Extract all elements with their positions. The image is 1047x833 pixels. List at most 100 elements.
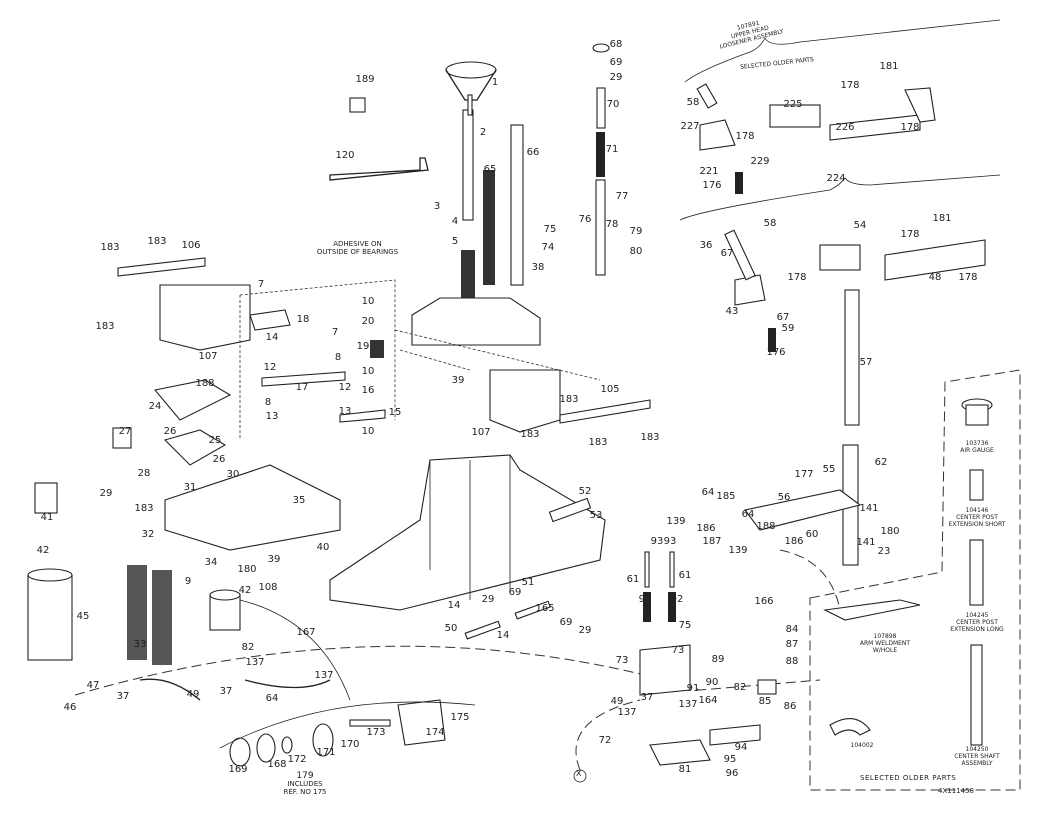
part-number-label: 108 [258, 582, 277, 593]
part-number-label: 176 [702, 180, 721, 191]
part-number-label: 137 [617, 707, 636, 718]
kit-179-includes: INCLUDES [287, 780, 323, 788]
part-number-label: 23 [878, 546, 891, 557]
part-number-label: 10 [362, 426, 375, 437]
part-number-label: 80 [630, 246, 643, 257]
part-number-label: 29 [100, 488, 113, 499]
part-number-label: 70 [607, 99, 620, 110]
part-number-label: 178 [840, 80, 859, 91]
valve-assembly [639, 551, 777, 766]
part-number-label: 178 [735, 131, 754, 142]
part-number-label: 168 [267, 759, 286, 770]
part-number-label: 225 [783, 99, 802, 110]
part-number-label: 34 [205, 557, 218, 568]
older-parts-drawings [823, 398, 993, 746]
part-number-label: 42 [239, 585, 252, 596]
part-number-label: 67 [721, 248, 734, 259]
part-number-label: 39 [268, 554, 281, 565]
part-number-label: 30 [227, 469, 240, 480]
older-part-number: 104250 [965, 746, 989, 753]
part-number-label: 165 [535, 603, 554, 614]
part-number-label: 96 [726, 768, 739, 779]
block-41 [34, 482, 58, 514]
older-part-desc2: EXTENSION SHORT [948, 521, 1006, 528]
base-housing [411, 297, 541, 346]
part-number-label: 4 [452, 216, 458, 227]
part-number-label: 178 [958, 272, 977, 283]
part-number-label: 28 [138, 468, 151, 479]
part-number-label: 187 [702, 536, 721, 547]
part-number-label: 16 [362, 385, 375, 396]
part-number-label: 31 [184, 482, 197, 493]
connector-x-label: X [576, 769, 582, 778]
hose-64 [244, 679, 331, 689]
part-number-label: 13 [266, 411, 279, 422]
part-number-label: 5 [452, 236, 458, 247]
bracket-106 [117, 257, 206, 277]
part-number-label: 73 [616, 655, 629, 666]
drawing-number: 4X111458 [938, 787, 974, 795]
part-number-label: 49 [187, 689, 200, 700]
part-number-label: 7 [258, 279, 264, 290]
part-number-label: 84 [786, 624, 799, 635]
part-number-label: 164 [698, 695, 717, 706]
rod-165 [514, 600, 551, 620]
older-part-desc: ARM WELDMENT [859, 640, 911, 647]
part-number-label: 25 [209, 435, 222, 446]
part-number-label: 54 [854, 220, 867, 231]
part-number-label: 64 [266, 693, 279, 704]
part-number-label: 183 [95, 321, 114, 332]
part-number-label: 67 [777, 312, 790, 323]
part-number-label: 9 [185, 576, 191, 587]
adhesive-note: ADHESIVE ON OUTSIDE OF BEARINGS [300, 240, 415, 256]
part-number-label: 186 [696, 523, 715, 534]
part-number-label: 89 [712, 654, 725, 665]
plate-27 [112, 427, 132, 449]
part-number-label: 69 [509, 587, 522, 598]
part-number-label: 175 [450, 712, 469, 723]
part-number-label: 29 [482, 594, 495, 605]
part-number-label: 47 [87, 680, 100, 691]
part-number-label: 139 [728, 545, 747, 556]
part-number-label: 166 [754, 596, 773, 607]
part-number-label: 92 [671, 594, 684, 605]
part-number-label: 170 [340, 739, 359, 750]
kit-179-note: 179 INCLUDES REF. NO 175 [275, 771, 335, 797]
older-part-number: 107898 [873, 633, 897, 640]
part-number-label: 120 [335, 150, 354, 161]
part-number-label: 8 [265, 397, 271, 408]
upper-head-current [724, 229, 986, 352]
part-number-label: 65 [484, 164, 497, 175]
part-number-label: 26 [164, 426, 177, 437]
springs-33 [127, 565, 172, 665]
part-number-label: 8 [335, 352, 341, 363]
part-number-label: 49 [611, 696, 624, 707]
shaft-66 [510, 124, 524, 286]
part-number-label: 29 [610, 72, 623, 83]
main-frame-51 [329, 454, 606, 611]
part-number-label: 10 [362, 296, 375, 307]
part-number-label: 20 [362, 316, 375, 327]
part-number-label: 171 [316, 747, 335, 758]
part-number-label: 2 [480, 127, 486, 138]
part-number-label: 52 [579, 486, 592, 497]
older-part-extension-short: 104146 CENTER POST EXTENSION SHORT [940, 507, 1014, 528]
bearing-19 [370, 340, 384, 358]
part-number-label: 64 [742, 509, 755, 520]
shaft-68-80 [592, 43, 610, 276]
part-number-label: 14 [448, 600, 461, 611]
part-number-label: 224 [826, 173, 845, 184]
kit-179-bracket [219, 701, 476, 749]
part-number-label: 94 [735, 742, 748, 753]
kit-179-number: 179 [296, 771, 314, 781]
part-number-label: 71 [606, 144, 619, 155]
older-part-desc2: EXTENSION LONG [950, 626, 1004, 633]
part-number-label: 26 [213, 454, 226, 465]
older-part-104002: 104002 [835, 742, 889, 749]
part-number-label: 85 [759, 696, 772, 707]
part-number-label: 61 [627, 574, 640, 585]
part-number-label: 41 [41, 512, 54, 523]
older-part-desc2: ASSEMBLY [961, 760, 993, 767]
